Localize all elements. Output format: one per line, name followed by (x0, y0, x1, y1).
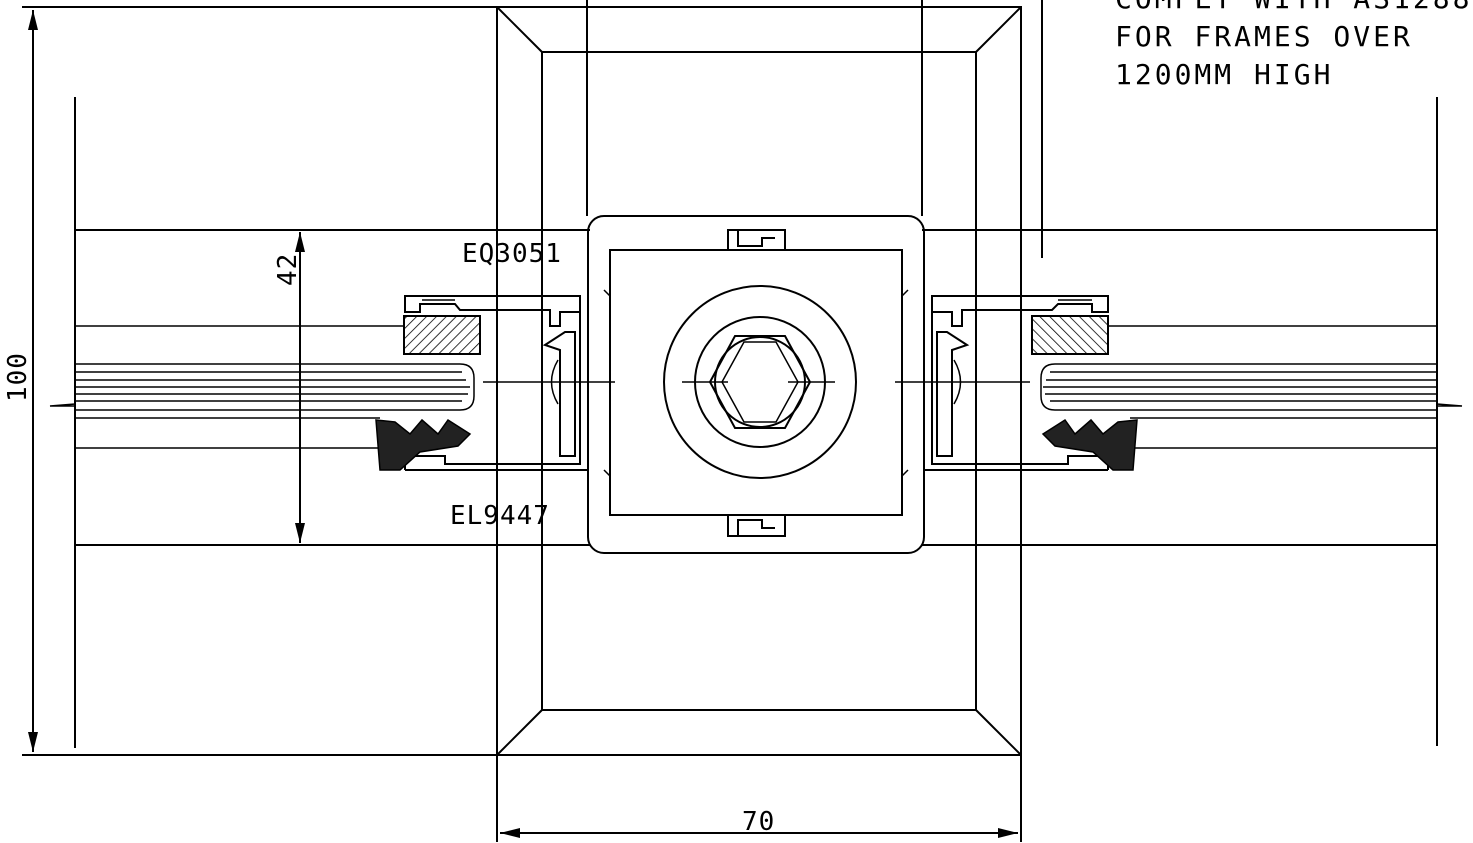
dimension-glazing-depth: 42 (273, 232, 305, 543)
gasket-left (375, 418, 472, 471)
mullion-core (587, 215, 925, 554)
compliance-note: COMPLY WITH AS1288 FOR FRAMES OVER 1200M… (1115, 0, 1472, 91)
transom-frame (496, 6, 1022, 756)
glass-pane-right (895, 363, 1463, 411)
glazing-bead-right (923, 295, 1138, 471)
setting-block-right (1031, 315, 1109, 355)
setting-block-left (403, 315, 481, 355)
dim-42-label: 42 (273, 253, 303, 286)
glass-pane-left (49, 363, 615, 411)
part-label-eq3051: EQ3051 (462, 239, 562, 269)
note-line-2: FOR FRAMES OVER (1115, 20, 1413, 53)
dim-100-label: 100 (3, 352, 33, 402)
glazing-bead-left (375, 295, 589, 471)
gasket-right (1041, 418, 1138, 471)
dimension-mullion-width: 70 (496, 755, 1022, 842)
frame-outline (22, 0, 1438, 756)
horizontal-sections (75, 229, 1437, 546)
dimension-overall-height: 100 (3, 10, 38, 752)
note-line-1: COMPLY WITH AS1288 (1115, 0, 1472, 15)
note-line-3: 1200MM HIGH (1115, 58, 1333, 91)
part-label-el9447: EL9447 (450, 501, 550, 531)
dim-70-label: 70 (742, 807, 775, 837)
